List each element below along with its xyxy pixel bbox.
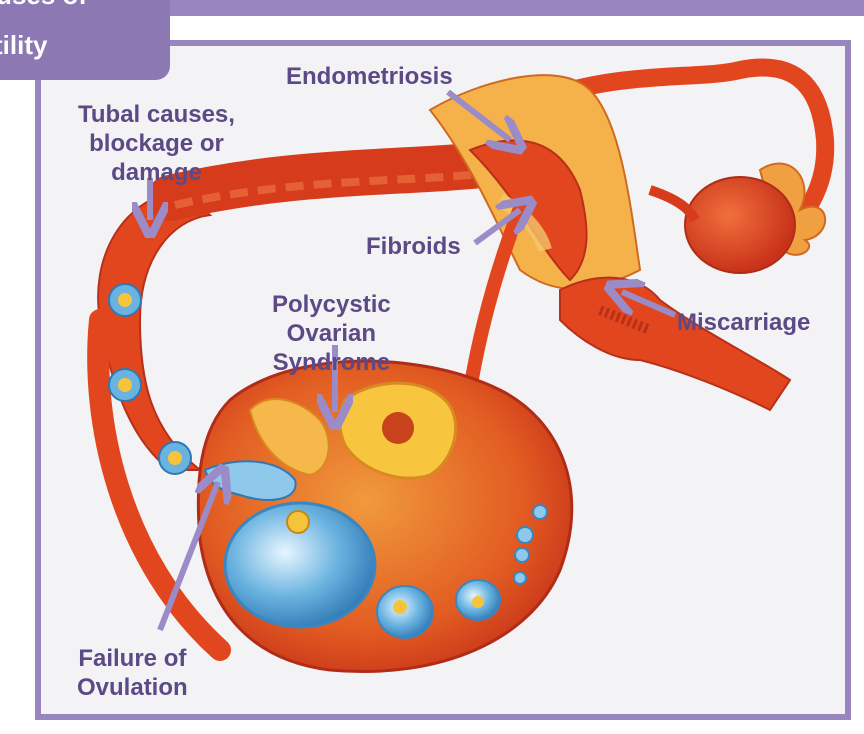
ovulation-text-1: Failure of: [77, 644, 188, 673]
tubal-text-1: Tubal causes,: [78, 100, 235, 129]
miscarriage-text: Miscarriage: [677, 309, 810, 336]
follicle-medium-2-egg: [472, 596, 484, 608]
pcos-text-1: Polycystic: [272, 290, 391, 319]
released-egg-nucleus: [168, 451, 182, 465]
label-pcos: Polycystic Ovarian Syndrome: [272, 290, 391, 377]
follicle-medium-1-egg: [393, 600, 407, 614]
label-miscarriage: Miscarriage: [677, 308, 810, 337]
dominant-follicle-egg: [287, 511, 309, 533]
ovarian-ligament: [650, 190, 695, 220]
right-ovary: [685, 177, 795, 273]
tubal-text-2: blockage or: [78, 129, 235, 158]
endometriosis-text: Endometriosis: [286, 63, 453, 90]
follicle-small-2: [515, 548, 529, 562]
follicle-small-1: [517, 527, 533, 543]
follicle-medium-1: [377, 586, 433, 638]
label-fibroids: Fibroids: [366, 232, 461, 261]
polycystic-center: [382, 412, 414, 444]
pcos-text-3: Syndrome: [272, 348, 391, 377]
follicle-small-3: [533, 505, 547, 519]
label-failure-of-ovulation: Failure of Ovulation: [77, 644, 188, 702]
cervix-and-vaginal-canal: [560, 278, 790, 410]
tubal-text-3: damage: [78, 158, 235, 187]
pcos-text-2: Ovarian: [272, 319, 391, 348]
label-tubal-causes: Tubal causes, blockage or damage: [78, 100, 235, 187]
tube-egg-1-nucleus: [118, 293, 132, 307]
fibroids-text: Fibroids: [366, 233, 461, 260]
ovulation-text-2: Ovulation: [77, 673, 188, 702]
label-endometriosis: Endometriosis: [286, 62, 453, 91]
tube-egg-2-nucleus: [118, 378, 132, 392]
follicle-small-4: [514, 572, 526, 584]
